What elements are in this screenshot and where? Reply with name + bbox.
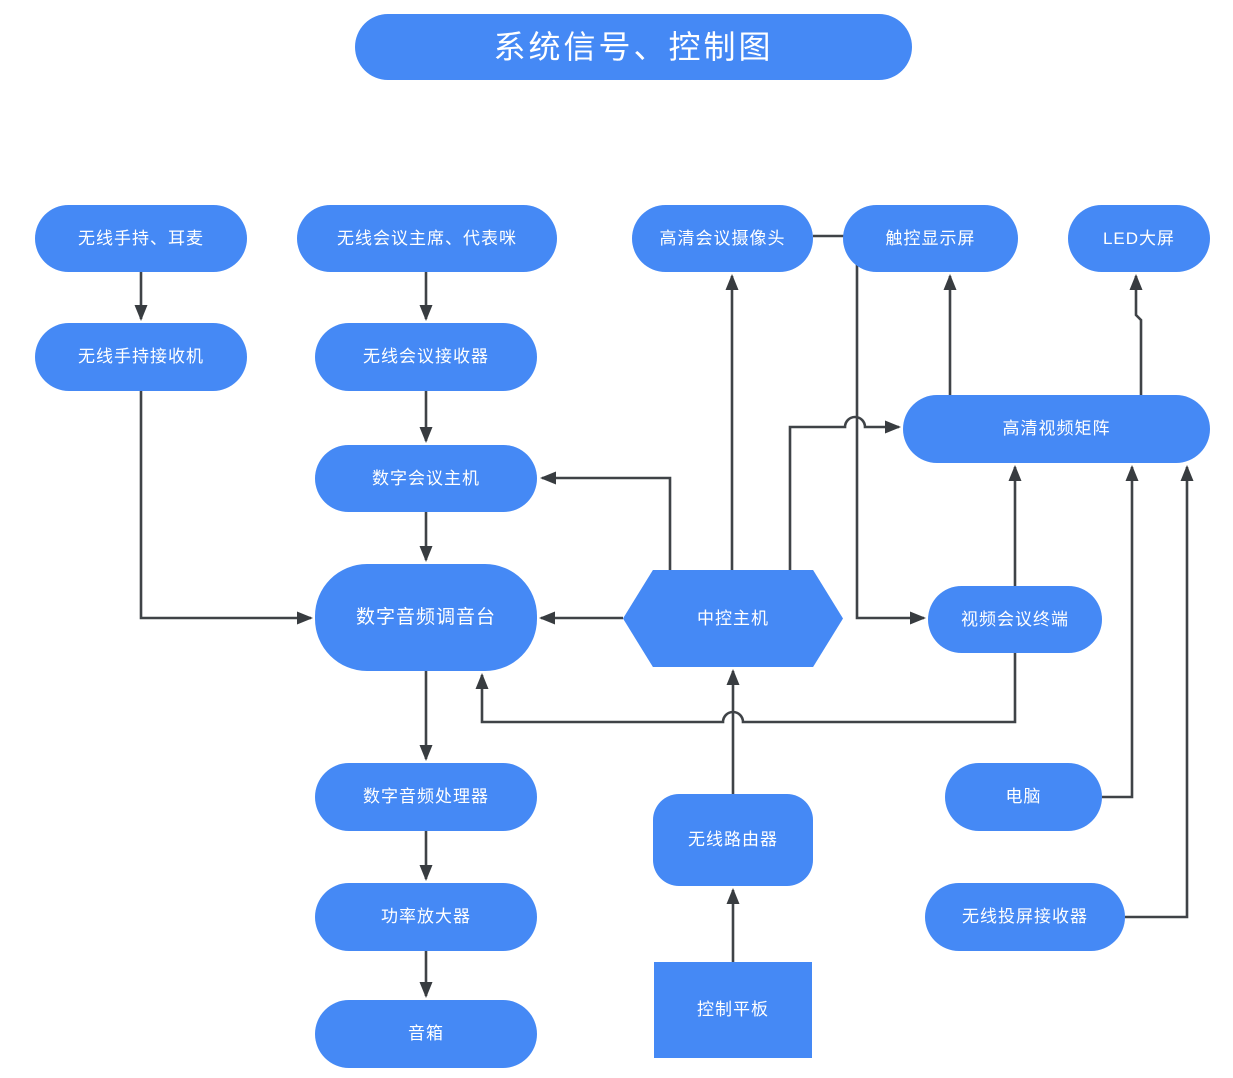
node-hd-video-matrix: 高清视频矩阵 bbox=[903, 395, 1210, 463]
node-digital-audio-mixer: 数字音频调音台 bbox=[315, 564, 537, 671]
edge-computer-to-matrix bbox=[1102, 465, 1139, 799]
node-digital-conference-host: 数字会议主机 bbox=[315, 445, 537, 512]
node-wireless-conference-mic: 无线会议主席、代表咪 bbox=[297, 205, 557, 272]
node-wireless-handheld-mic: 无线手持、耳麦 bbox=[35, 205, 247, 272]
edge-handheld-receiver-to-mixer bbox=[139, 391, 313, 625]
node-conference-receiver: 无线会议接收器 bbox=[315, 323, 537, 391]
node-wireless-router: 无线路由器 bbox=[653, 794, 813, 886]
node-speaker: 音箱 bbox=[315, 1000, 537, 1068]
edge-central-to-digital-host bbox=[540, 471, 672, 570]
node-touch-display: 触控显示屏 bbox=[843, 205, 1018, 272]
node-video-conference-terminal: 视频会议终端 bbox=[928, 586, 1102, 653]
node-power-amplifier: 功率放大器 bbox=[315, 883, 537, 951]
node-computer: 电脑 bbox=[945, 763, 1102, 831]
node-central-control-host: 中控主机 bbox=[623, 570, 843, 667]
node-led-screen: LED大屏 bbox=[1068, 205, 1210, 272]
node-handheld-receiver: 无线手持接收机 bbox=[35, 323, 247, 391]
node-hd-conference-camera: 高清会议摄像头 bbox=[632, 205, 813, 272]
edge-matrix-to-led bbox=[1129, 274, 1143, 395]
node-digital-audio-processor: 数字音频处理器 bbox=[315, 763, 537, 831]
node-wireless-cast-receiver: 无线投屏接收器 bbox=[925, 883, 1125, 951]
edge-camera-to-video-terminal bbox=[813, 234, 926, 625]
node-control-tablet: 控制平板 bbox=[654, 962, 812, 1058]
edge-cast-receiver-to-matrix bbox=[1125, 465, 1194, 919]
diagram-title: 系统信号、控制图 bbox=[355, 14, 912, 80]
edge-central-to-matrix bbox=[788, 415, 901, 570]
